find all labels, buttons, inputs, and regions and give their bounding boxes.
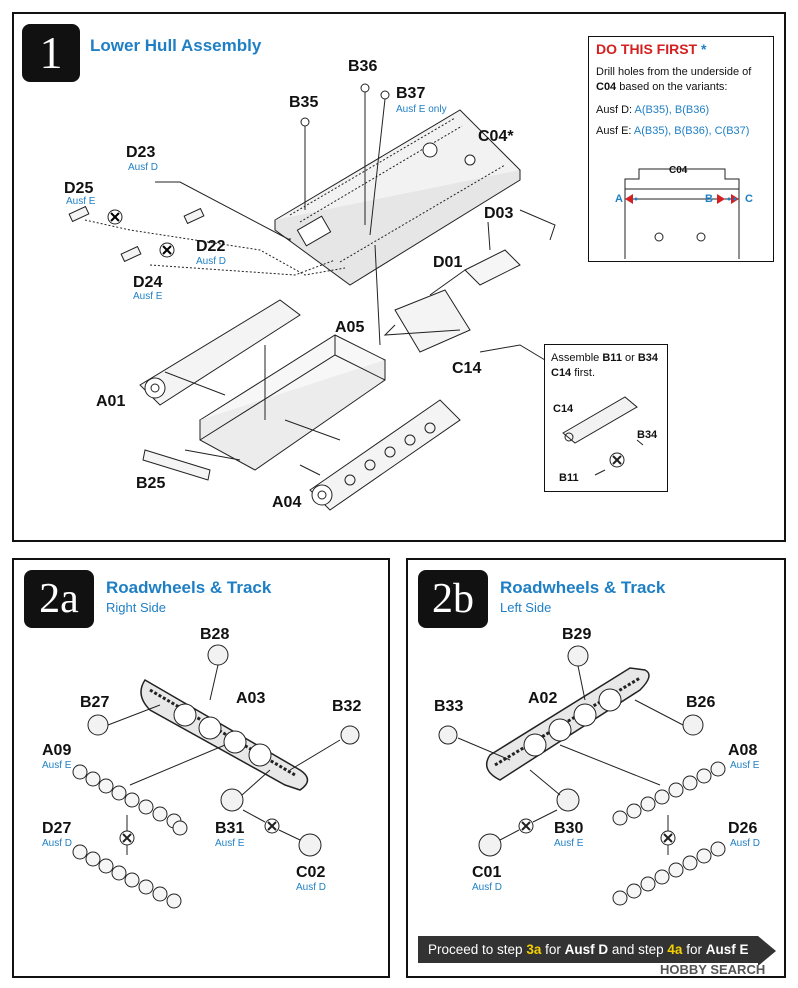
- variant-label-b31: Ausf E: [215, 838, 245, 849]
- subassembly-illustration: [562, 396, 644, 476]
- part-label-b27: B27: [80, 694, 110, 711]
- subassembly-box: Assemble B11 or B34 C14 first. C14 B34 B…: [544, 344, 668, 492]
- part-label-b35: B35: [289, 94, 319, 111]
- marker-c: C: [745, 193, 753, 205]
- variant-label-b37: Ausf E only: [396, 104, 447, 115]
- do-this-first-line1: Drill holes from the underside of: [596, 66, 752, 78]
- part-label-a09: A09: [42, 742, 72, 759]
- subassembly-label-c14: C14: [553, 403, 574, 415]
- do-this-first-title: DO THIS FIRST *: [596, 41, 707, 57]
- subassembly-label-b11: B11: [559, 472, 579, 484]
- part-label-c04: C04*: [478, 128, 514, 145]
- do-this-first-box: DO THIS FIRST * Drill holes from the und…: [588, 36, 774, 262]
- watermark: HOBBY SEARCH: [660, 962, 766, 977]
- variant-label-a08: Ausf E: [730, 760, 760, 771]
- part-label-c01: C01: [472, 864, 502, 881]
- part-label-d26: D26: [728, 820, 758, 837]
- subassembly-label-b34: B34: [637, 429, 658, 441]
- step-2b-subtitle: Left Side: [500, 600, 552, 615]
- variant-label-c01: Ausf D: [472, 882, 503, 893]
- proceed-banner: Proceed to step 3a for Ausf D and step 4…: [418, 936, 758, 963]
- part-label-d22: D22: [196, 238, 226, 255]
- part-label-b31: B31: [215, 820, 245, 837]
- variant-label-b30: Ausf E: [554, 838, 584, 849]
- ausf-e-holes: Ausf E: A(B35), B(B36), C(B37): [596, 125, 750, 137]
- part-label-a01: A01: [96, 393, 126, 410]
- part-label-b30: B30: [554, 820, 584, 837]
- variant-label-d24: Ausf E: [133, 291, 163, 302]
- part-label-b37: B37: [396, 85, 426, 102]
- banner-arrow-tip: [758, 936, 776, 966]
- marker-a: A: [615, 193, 623, 205]
- variant-label-d26: Ausf D: [730, 838, 761, 849]
- part-label-a02: A02: [528, 690, 558, 707]
- part-label-c02: C02: [296, 864, 326, 881]
- step-1-badge: 1: [22, 24, 80, 82]
- part-label-a03: A03: [236, 690, 266, 707]
- subassembly-line1: Assemble B11 or B34: [551, 352, 659, 364]
- part-label-d01: D01: [433, 254, 463, 271]
- part-label-a05: A05: [335, 319, 365, 336]
- step-2a-title: Roadwheels & Track: [106, 578, 272, 597]
- part-label-b29: B29: [562, 626, 592, 643]
- marker-b: B: [705, 193, 713, 205]
- part-label-d23: D23: [126, 144, 156, 161]
- variant-label-a09: Ausf E: [42, 760, 72, 771]
- part-label-b28: B28: [200, 626, 230, 643]
- part-label-a04: A04: [272, 494, 302, 511]
- step-1-title: Lower Hull Assembly: [90, 36, 262, 55]
- part-label-b32: B32: [332, 698, 362, 715]
- variant-label-c02: Ausf D: [296, 882, 327, 893]
- c04-drill-diagram: [624, 168, 740, 259]
- variant-label-d22: Ausf D: [196, 256, 227, 267]
- part-label-d03: D03: [484, 205, 514, 222]
- step-2b-title: Roadwheels & Track: [500, 578, 666, 597]
- step-2a-badge: 2a: [24, 570, 94, 628]
- variant-label-d27: Ausf D: [42, 838, 73, 849]
- variant-label-d23: Ausf D: [128, 162, 159, 173]
- part-label-b36: B36: [348, 58, 378, 75]
- part-label-d27: D27: [42, 820, 72, 837]
- part-label-d25: D25: [64, 180, 94, 197]
- part-label-c14: C14: [452, 360, 482, 377]
- part-label-d24: D24: [133, 274, 163, 291]
- part-label-b25: B25: [136, 475, 166, 492]
- part-label-b26: B26: [686, 694, 716, 711]
- part-label-a08: A08: [728, 742, 758, 759]
- part-label-b33: B33: [434, 698, 464, 715]
- ausf-d-holes: Ausf D: A(B35), B(B36): [596, 104, 710, 116]
- subassembly-line2: C14 first.: [551, 367, 596, 379]
- step-2a-subtitle: Right Side: [106, 600, 166, 615]
- step-2b-badge: 2b: [418, 570, 488, 628]
- variant-label-d25: Ausf E: [66, 196, 96, 207]
- c04-diagram-label: C04: [669, 165, 688, 176]
- do-this-first-line2: C04 based on the variants:: [596, 81, 728, 93]
